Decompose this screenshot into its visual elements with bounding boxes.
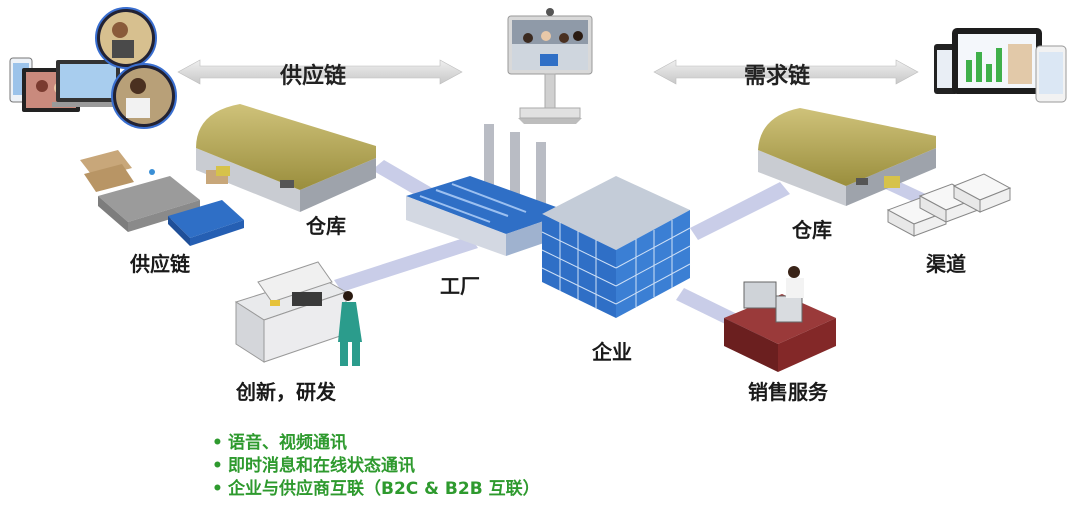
bullet-glyph: • xyxy=(212,455,228,478)
connector-enterprise-warehouse-right xyxy=(690,182,790,240)
feature-bullet-item: •语音、视频通讯 xyxy=(212,432,540,455)
sales-service-desk-image xyxy=(724,266,836,372)
delivery-trucks-image xyxy=(888,174,1010,236)
warehouse-right-label: 仓库 xyxy=(792,214,832,243)
feature-bullet-text: 语音、视频通讯 xyxy=(228,433,347,453)
enterprise-label: 企业 xyxy=(592,336,632,365)
video-conference-system-image xyxy=(508,8,592,124)
warehouse-left-label: 仓库 xyxy=(306,210,346,239)
feature-bullet-item: •即时消息和在线状态通讯 xyxy=(212,455,540,478)
feature-bullet-text: 即时消息和在线状态通讯 xyxy=(228,456,415,476)
feature-bullet-text: 企业与供应商互联（B2C & B2B 互联） xyxy=(228,479,540,499)
enterprise-building-image xyxy=(542,176,690,318)
factory-label: 工厂 xyxy=(440,270,480,299)
supply-chain-arrow-label: 供应链 xyxy=(280,58,346,90)
sales-service-label: 销售服务 xyxy=(748,376,828,405)
bullet-glyph: • xyxy=(212,432,228,455)
devices-right-image xyxy=(934,28,1066,102)
demand-chain-arrow-label: 需求链 xyxy=(744,58,810,90)
channel-label: 渠道 xyxy=(926,248,966,277)
feature-bullet-item: •企业与供应商互联（B2C & B2B 互联） xyxy=(212,478,540,501)
supply-chain-label: 供应链 xyxy=(130,248,190,277)
devices-left-image xyxy=(10,8,176,128)
warehouse-left-image xyxy=(196,104,376,212)
innovation-rd-label: 创新，研发 xyxy=(236,376,336,405)
feature-bullet-list: •语音、视频通讯 •即时消息和在线状态通讯 •企业与供应商互联（B2C & B2… xyxy=(212,432,540,501)
bullet-glyph: • xyxy=(212,478,228,501)
